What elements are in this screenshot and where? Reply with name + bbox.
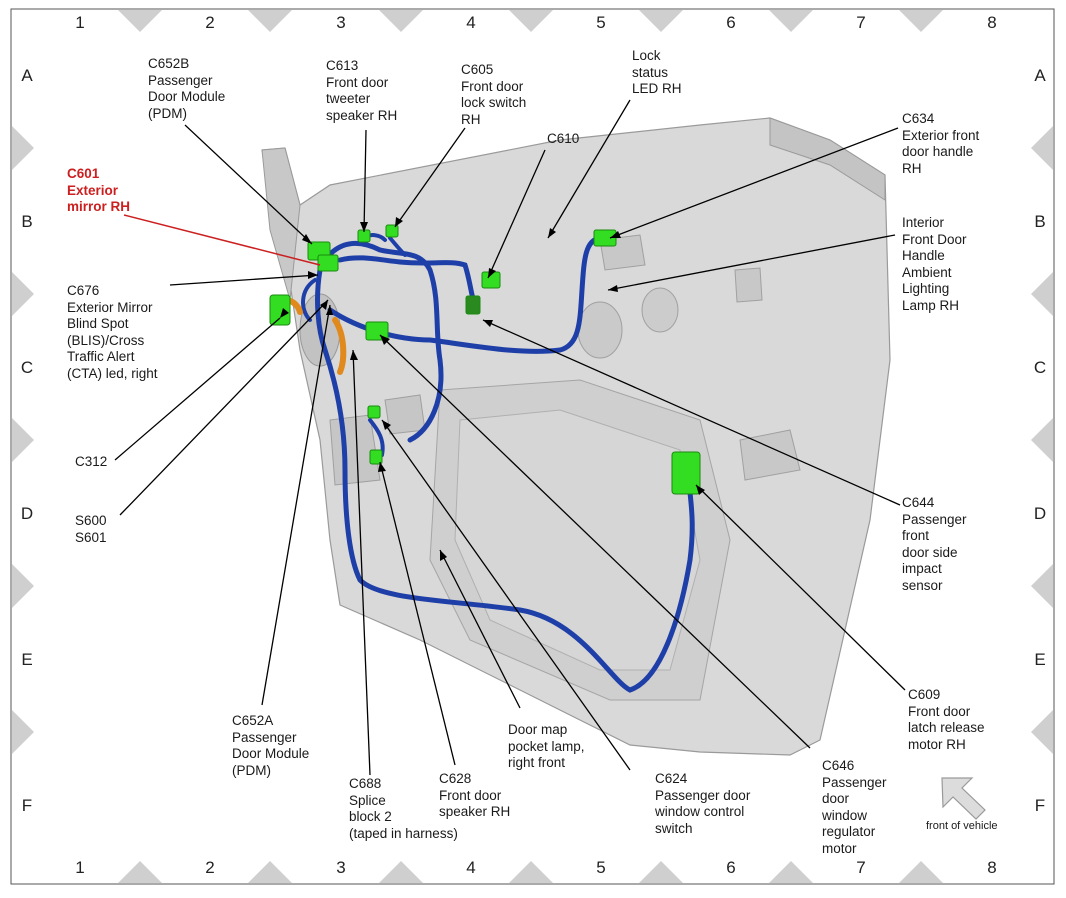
leader-lines [114, 99, 906, 776]
connector-c676 [269, 294, 291, 326]
grid-row-f-right: F [1034, 796, 1046, 815]
grid-row-b-left: B [21, 212, 33, 231]
label-front-of-vehicle: front of vehicle [926, 820, 998, 832]
label-c652a: C652A Passenger Door Module (PDM) [232, 713, 310, 778]
grid-col-8-top: 8 [987, 13, 997, 32]
leader-arrowheads [280, 217, 705, 561]
grid-col-5-bottom: 5 [596, 858, 606, 877]
label-c613: C613 Front door tweeter speaker RH [326, 58, 398, 123]
grid-col-5-top: 5 [596, 13, 606, 32]
grid-col-6-top: 6 [726, 13, 736, 32]
label-c652b: C652B Passenger Door Module (PDM) [148, 56, 226, 121]
grid-row-d-left: D [20, 504, 34, 523]
grid-col-6-bottom: 6 [726, 858, 736, 877]
grid-col-4-top: 4 [466, 13, 476, 32]
grid-col-8-bottom: 8 [987, 858, 997, 877]
connector-c605 [385, 224, 399, 238]
grid-col-2-top: 2 [205, 13, 215, 32]
grid-col-4-bottom: 4 [466, 858, 476, 877]
connector-c601 [317, 254, 339, 272]
label-c605: C605 Front door lock switch RH [461, 62, 527, 127]
connector-c612 [465, 295, 481, 315]
label-c634: C634 Exterior front door handle RH [902, 111, 980, 176]
grid-row-c-left: C [20, 358, 34, 377]
grid-row-f-left: F [21, 796, 33, 815]
label-lock-status: Lock status LED RH [632, 48, 682, 96]
label-c676: C676 Exterior Mirror Blind Spot (BLIS)/C… [67, 283, 158, 381]
label-c688: C688 Splice block 2 (taped in harness) [349, 776, 458, 841]
label-c644: C644 Passenger front door side impact se… [902, 495, 967, 593]
label-c312: C312 [75, 454, 108, 469]
grid-col-2-bottom: 2 [205, 858, 215, 877]
grid-row-a-left: A [21, 66, 33, 85]
connector-c646 [367, 405, 381, 419]
grid-row-e-right: E [1034, 650, 1046, 669]
grid-col-7-bottom: 7 [856, 858, 866, 877]
label-door-map: Door map pocket lamp, right front [508, 722, 585, 770]
label-c628: C628 Front door speaker RH [439, 771, 511, 819]
label-interior-handle: Interior Front Door Handle Ambient Light… [902, 215, 967, 313]
label-c609: C609 Front door latch release motor RH [908, 687, 985, 752]
grid-row-b-right: B [1034, 212, 1046, 231]
label-c624: C624 Passenger door window control switc… [655, 771, 751, 836]
label-c646: C646 Passenger door window regulator mot… [822, 758, 887, 856]
leader-line-c601 [123, 214, 321, 266]
grid-col-1-top: 1 [75, 13, 85, 32]
grid-row-a-right: A [1034, 66, 1046, 85]
connector-c628 [369, 449, 383, 465]
grid-col-3-bottom: 3 [336, 858, 346, 877]
label-c601: C601 Exterior mirror RH [67, 166, 131, 214]
grid-markers [12, 10, 1053, 883]
grid-row-d-right: D [1033, 504, 1047, 523]
connectors [269, 224, 701, 495]
grid-col-3-top: 3 [336, 13, 346, 32]
wiring-harness [301, 233, 695, 693]
connector-c624 [365, 321, 389, 341]
label-c610: C610 [547, 131, 580, 146]
arrow-up-left-icon [941, 777, 986, 820]
grid-col-1-bottom: 1 [75, 858, 85, 877]
label-s600-s601: S600 S601 [75, 513, 107, 545]
grid-col-7-top: 7 [856, 13, 866, 32]
grid-row-c-right: C [1033, 358, 1047, 377]
grid-row-e-left: E [21, 650, 33, 669]
connector-c644 [671, 451, 701, 495]
